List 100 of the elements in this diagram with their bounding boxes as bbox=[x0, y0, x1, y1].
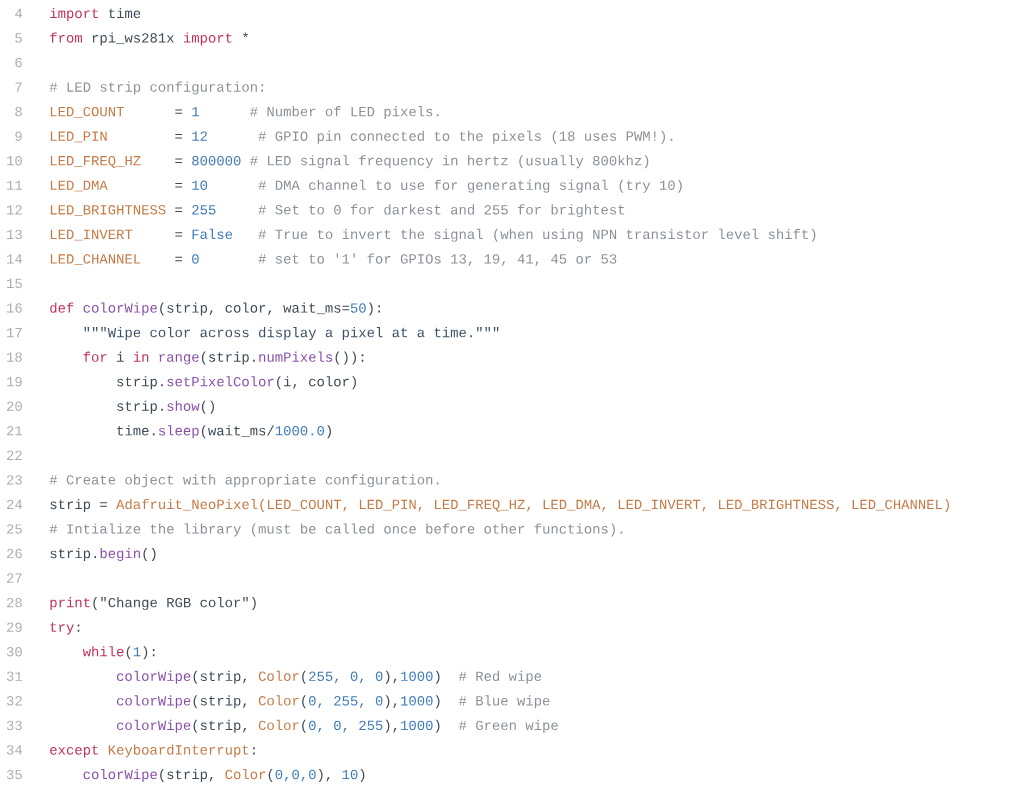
code-function: colorWipe bbox=[116, 695, 191, 709]
code-function: begin bbox=[100, 548, 140, 561]
code-text: : bbox=[77, 624, 80, 632]
line-number: 18 bbox=[7, 352, 22, 362]
code-text: ), bbox=[385, 670, 397, 684]
code-identifier: LED_PIN bbox=[50, 131, 107, 143]
code-identifier: LED_INVERT bbox=[50, 229, 133, 241]
code-text: ) bbox=[435, 695, 440, 709]
code-identifier: Color bbox=[258, 670, 299, 681]
code-identifier: LED_CHANNEL bbox=[50, 254, 141, 265]
line-number: 32 bbox=[6, 696, 22, 706]
code-number: 10 bbox=[342, 769, 358, 780]
line-number: 14 bbox=[7, 254, 23, 264]
code-keyword: print bbox=[50, 597, 90, 611]
code-number: 1000.0 bbox=[275, 426, 325, 436]
code-number: 1 bbox=[192, 107, 199, 117]
line-number: 24 bbox=[7, 499, 23, 509]
code-number: 1 bbox=[133, 647, 141, 657]
code-text: (strip, color, wait_ms= bbox=[160, 302, 350, 316]
code-function: colorWipe bbox=[116, 719, 191, 733]
line-number: 13 bbox=[7, 229, 22, 240]
code-text: ) bbox=[327, 425, 331, 439]
line-number: 15 bbox=[7, 278, 22, 289]
code-text: (strip, bbox=[193, 719, 247, 733]
code-text: strip. bbox=[50, 548, 96, 561]
line-number: 7 bbox=[15, 82, 22, 92]
code-text: (strip, bbox=[193, 695, 247, 709]
code-text: () bbox=[143, 548, 156, 561]
code-text: ) bbox=[435, 719, 440, 733]
code-keyword: import bbox=[50, 7, 98, 21]
code-text: time. bbox=[117, 425, 155, 436]
line-number: 16 bbox=[7, 303, 22, 313]
code-number: False bbox=[192, 228, 233, 240]
code-identifier: LED_BRIGHTNESS bbox=[50, 205, 166, 216]
line-number: 23 bbox=[7, 475, 22, 485]
line-number: 10 bbox=[7, 156, 22, 166]
code-comment: # Blue wipe bbox=[458, 695, 550, 709]
code-number: 800000 bbox=[192, 156, 241, 166]
code-text: (strip. bbox=[201, 351, 255, 365]
code-number: 0,0,0 bbox=[275, 769, 316, 782]
code-function: colorWipe bbox=[116, 670, 191, 684]
code-identifier: LED_COUNT bbox=[50, 106, 124, 118]
code-text: ), bbox=[385, 695, 397, 709]
line-number: 21 bbox=[7, 426, 23, 436]
code-comment: # GPIO pin connected to the pixels (18 uses PWM!). bbox=[258, 130, 673, 144]
code-function: range bbox=[159, 354, 199, 365]
code-text: ): bbox=[368, 302, 380, 316]
code-comment: # set to '1' for GPIOs 13, 19, 41, 45 or 53 bbox=[258, 253, 617, 266]
code-function: sleep bbox=[159, 425, 199, 439]
code-function: numPixels bbox=[259, 351, 333, 362]
code-text: ), bbox=[318, 768, 330, 782]
code-text: strip bbox=[50, 498, 91, 512]
code-text: = bbox=[175, 207, 183, 213]
code-text: (strip, bbox=[193, 670, 247, 684]
code-comment: # Create object with appropriate configuration. bbox=[49, 474, 439, 488]
code-number: 12 bbox=[192, 131, 207, 141]
code-text: ("Change RGB color") bbox=[93, 597, 256, 611]
code-number: 255, 0, 0 bbox=[309, 671, 383, 684]
code-comment: # DMA channel to use for generating signal (try 10) bbox=[258, 179, 682, 193]
code-text: time bbox=[109, 7, 141, 19]
code-text: = bbox=[100, 502, 107, 507]
line-number: 4 bbox=[15, 8, 23, 18]
code-text: ) bbox=[435, 670, 440, 684]
code-text: : bbox=[253, 747, 255, 755]
code-text: = bbox=[175, 109, 183, 114]
code-text: * bbox=[243, 32, 249, 38]
code-identifier: Color bbox=[258, 719, 299, 731]
code-keyword: from bbox=[50, 32, 82, 43]
code-text: i bbox=[117, 351, 124, 362]
code-keyword: except bbox=[50, 745, 98, 758]
code-text: ): bbox=[143, 646, 155, 660]
code-text: (i, color) bbox=[277, 376, 356, 390]
code-keyword: in bbox=[133, 351, 149, 362]
code-keyword: import bbox=[183, 32, 232, 46]
code-number: 0, 0, 255 bbox=[309, 720, 383, 733]
code-text: (strip, bbox=[160, 768, 213, 782]
code-comment: # LED signal frequency in hertz (usually 800khz) bbox=[250, 155, 649, 169]
line-number: 27 bbox=[7, 573, 22, 583]
code-text: = bbox=[175, 133, 183, 139]
line-number: 29 bbox=[7, 622, 22, 632]
code-identifier: Adafruit_NeoPixel(LED_COUNT, LED_PIN, LED_FREQ_HZ, LED_DMA, LED_INVERT, LED_BRIGHTNESS, LED_CHANNEL) bbox=[116, 498, 949, 512]
code-text: ( bbox=[302, 719, 306, 733]
line-number: 19 bbox=[7, 376, 22, 387]
line-number: 8 bbox=[15, 106, 22, 117]
line-number: 26 bbox=[7, 548, 22, 559]
code-comment: # Red wipe bbox=[458, 670, 542, 684]
code-comment: # LED strip configuration: bbox=[49, 81, 264, 95]
line-number: 5 bbox=[15, 33, 22, 43]
code-text: ) bbox=[360, 768, 365, 782]
line-number: 30 bbox=[6, 647, 22, 657]
code-text: = bbox=[175, 183, 183, 188]
code-identifier: KeyboardInterrupt bbox=[108, 744, 249, 758]
code-text: () bbox=[201, 400, 214, 414]
code-comment: # Green wipe bbox=[458, 719, 558, 733]
code-identifier: Color bbox=[225, 768, 266, 780]
code-keyword: for bbox=[83, 351, 107, 362]
code-text: = bbox=[175, 256, 183, 262]
line-number: 9 bbox=[15, 131, 22, 141]
line-number: 22 bbox=[7, 450, 22, 460]
code-identifier: Color bbox=[258, 695, 299, 706]
